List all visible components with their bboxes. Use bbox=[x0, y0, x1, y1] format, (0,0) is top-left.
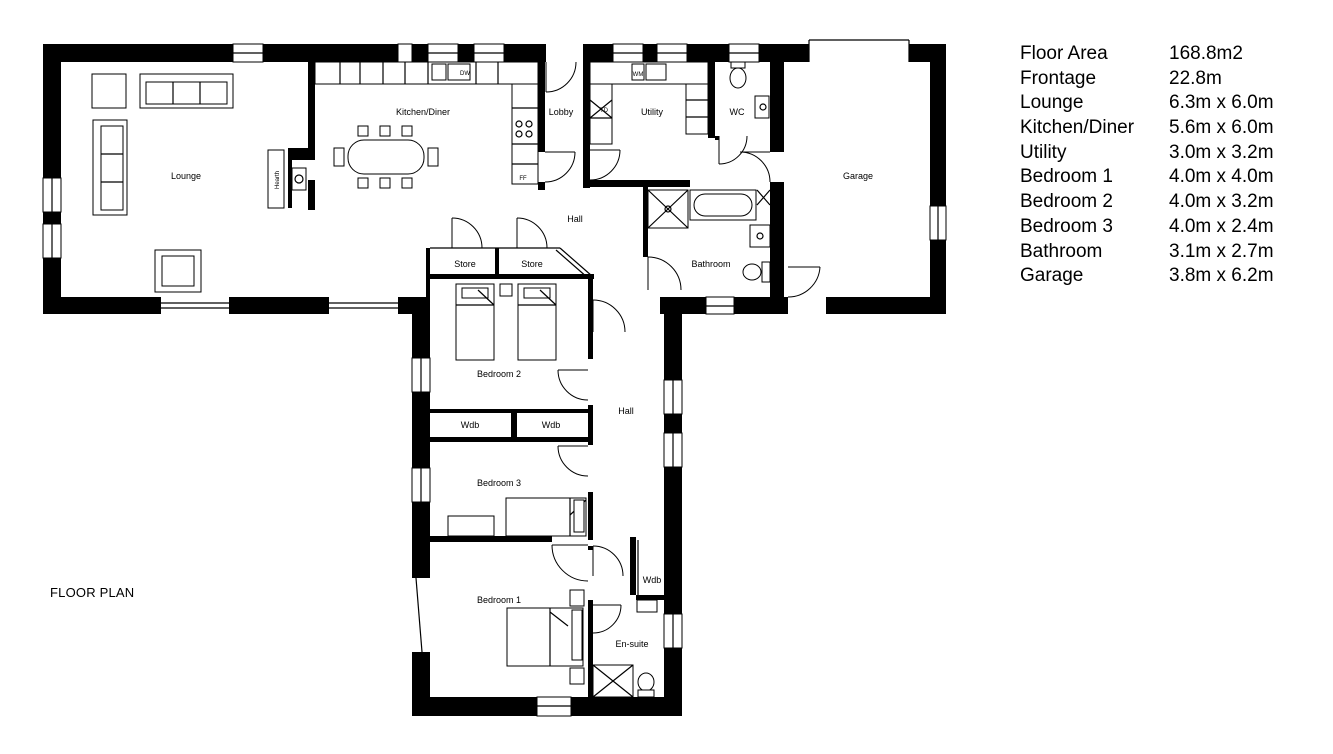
room-label-bedroom-3: Bedroom 3 bbox=[477, 478, 521, 488]
schedule-value: 5.6m x 6.0m bbox=[1169, 117, 1274, 139]
room-label-lobby: Lobby bbox=[549, 107, 574, 117]
schedule-label: Kitchen/Diner bbox=[1020, 117, 1135, 139]
schedule-label: Garage bbox=[1020, 265, 1084, 287]
schedule-label: Utility bbox=[1020, 141, 1067, 163]
schedule-row: Bedroom 1 4.0m x 4.0m bbox=[1020, 165, 1274, 190]
schedule-row: Lounge 6.3m x 6.0m bbox=[1020, 91, 1274, 116]
fixture-label-wm: WM bbox=[633, 72, 644, 78]
room-label-wdb-3: Wdb bbox=[643, 575, 662, 585]
fixture-label-td: TD bbox=[600, 108, 609, 114]
plan-title: FLOOR PLAN bbox=[50, 585, 135, 600]
schedule-row: Floor Area 168.8m2 bbox=[1020, 42, 1274, 67]
schedule-value: 6.3m x 6.0m bbox=[1169, 92, 1274, 114]
fixture-labels: Hearth FF TD WM DW bbox=[275, 71, 643, 189]
fixture-label-ff: FF bbox=[519, 176, 527, 182]
schedule-row: Bathroom 3.1m x 2.7m bbox=[1020, 240, 1274, 265]
room-label-store-1: Store bbox=[454, 259, 476, 269]
room-label-bedroom-1: Bedroom 1 bbox=[477, 595, 521, 605]
room-schedule: Floor Area 168.8m2 Frontage 22.8m Lounge 6.… bbox=[1020, 42, 1274, 289]
floor-plan-drawing: Lounge Kitchen/Diner Lobby Utility WC Ga… bbox=[42, 39, 947, 717]
schedule-value: 168.8m2 bbox=[1169, 43, 1243, 64]
schedule-label: Bedroom 2 bbox=[1020, 191, 1113, 213]
schedule-row: Kitchen/Diner 5.6m x 6.0m bbox=[1020, 116, 1274, 141]
schedule-value: 3.0m x 3.2m bbox=[1169, 141, 1274, 163]
schedule-value: 4.0m x 2.4m bbox=[1169, 215, 1274, 237]
room-labels: Lounge Kitchen/Diner Lobby Utility WC Ga… bbox=[171, 107, 873, 649]
schedule-value: 4.0m x 4.0m bbox=[1169, 166, 1274, 188]
fixture-label-hearth: Hearth bbox=[275, 171, 281, 189]
windows bbox=[42, 39, 947, 717]
schedule-label: Floor Area bbox=[1020, 43, 1108, 64]
room-label-store-2: Store bbox=[521, 259, 543, 269]
schedule-row: Bedroom 2 4.0m x 3.2m bbox=[1020, 190, 1274, 215]
schedule-value: 22.8m bbox=[1169, 67, 1222, 89]
schedule-label: Bathroom bbox=[1020, 240, 1103, 262]
room-label-kitchen-diner: Kitchen/Diner bbox=[396, 107, 450, 117]
schedule-row: Utility 3.0m x 3.2m bbox=[1020, 141, 1274, 166]
schedule-row: Bedroom 3 4.0m x 2.4m bbox=[1020, 215, 1274, 240]
schedule-row: Garage 3.8m x 6.2m bbox=[1020, 264, 1274, 289]
room-label-garage: Garage bbox=[843, 171, 873, 181]
room-label-wc: WC bbox=[730, 107, 745, 117]
room-label-wdb-1: Wdb bbox=[461, 420, 480, 430]
schedule-label: Bedroom 1 bbox=[1020, 166, 1113, 188]
internal-walls bbox=[288, 62, 784, 697]
schedule-label: Bedroom 3 bbox=[1020, 215, 1113, 237]
schedule-label: Frontage bbox=[1020, 67, 1097, 89]
room-label-lounge: Lounge bbox=[171, 171, 201, 181]
schedule-row: Frontage 22.8m bbox=[1020, 67, 1274, 92]
room-label-bedroom-2: Bedroom 2 bbox=[477, 369, 521, 379]
fixture-label-dw: DW bbox=[460, 71, 470, 77]
schedule-value: 3.8m x 6.2m bbox=[1169, 265, 1274, 287]
room-label-wdb-2: Wdb bbox=[542, 420, 561, 430]
schedule-value: 4.0m x 3.2m bbox=[1169, 191, 1274, 213]
room-label-hall-upper: Hall bbox=[567, 214, 583, 224]
room-label-utility: Utility bbox=[641, 107, 663, 117]
schedule-value: 3.1m x 2.7m bbox=[1169, 240, 1274, 262]
external-walls bbox=[43, 44, 946, 716]
room-label-hall-lower: Hall bbox=[618, 406, 634, 416]
room-label-bathroom: Bathroom bbox=[691, 259, 730, 269]
schedule-label: Lounge bbox=[1020, 92, 1084, 114]
room-label-en-suite: En-suite bbox=[615, 639, 648, 649]
furniture bbox=[91, 61, 771, 698]
doors bbox=[451, 61, 821, 634]
